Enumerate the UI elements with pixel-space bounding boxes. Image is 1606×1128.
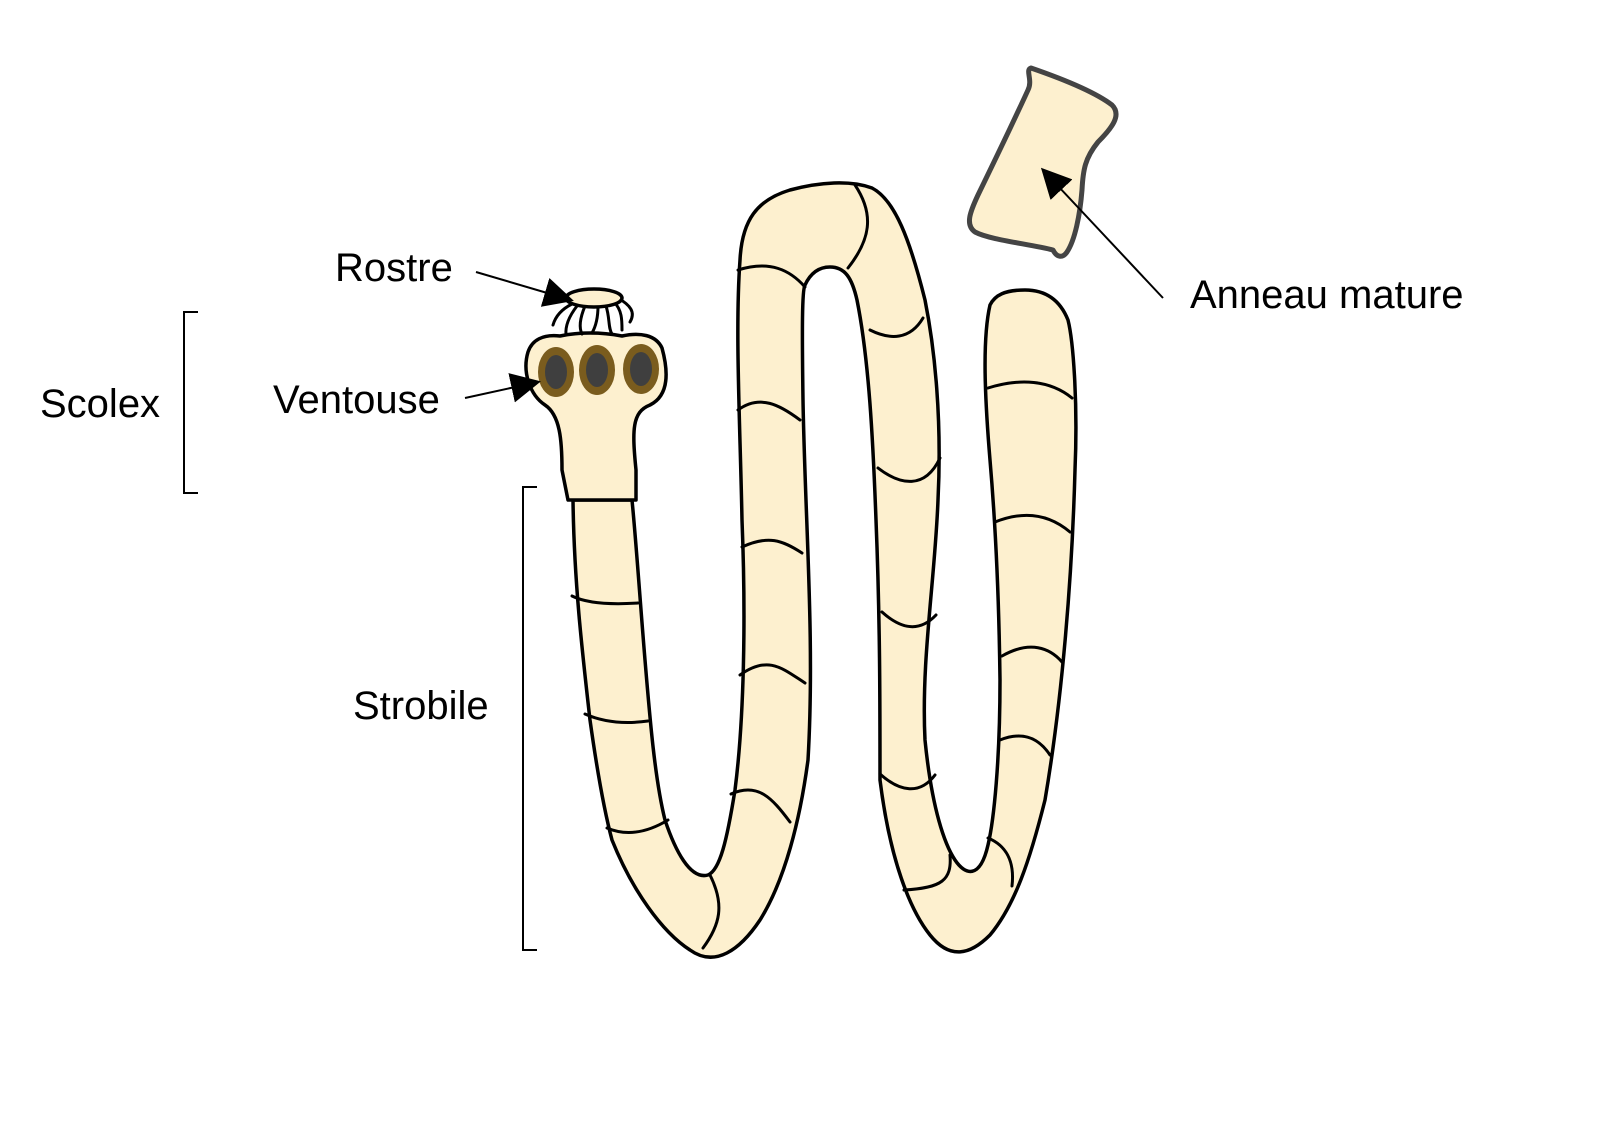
- anneau-pointer: [1040, 167, 1164, 299]
- sucker-1-core: [545, 355, 567, 389]
- rostellum-hooks: [551, 296, 634, 337]
- label-strobile: Strobile: [353, 684, 489, 728]
- sucker-2-core: [586, 353, 608, 387]
- proglottid-segment-lines: [570, 183, 1074, 950]
- rostre-pointer: [475, 271, 574, 307]
- label-ventouse: Ventouse: [273, 378, 440, 422]
- scolex-bracket: [183, 311, 198, 494]
- strobile-bracket: [522, 486, 537, 951]
- sucker-3-core: [630, 352, 652, 386]
- scolex-head: [524, 287, 668, 502]
- rostellum: [564, 287, 624, 309]
- suckers: [538, 344, 659, 397]
- label-scolex: Scolex: [40, 382, 160, 426]
- label-anneau-mature: Anneau mature: [1190, 273, 1464, 317]
- label-rostre: Rostre: [335, 246, 453, 290]
- strobile-body: [570, 181, 1078, 959]
- ventouse-pointer: [464, 373, 541, 403]
- worm-outline: [571, 181, 1078, 959]
- mature-proglottid: [966, 65, 1119, 259]
